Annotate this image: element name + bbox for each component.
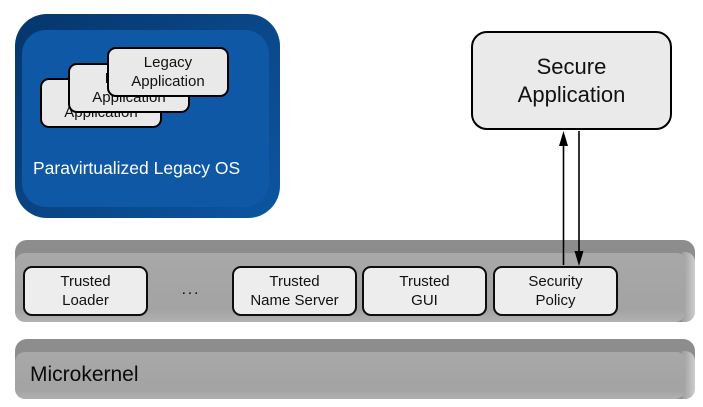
legacy-os-label: Paravirtualized Legacy OS [33, 158, 241, 178]
services-bar-edge-highlight [682, 252, 695, 322]
security-policy-label: Security Policy [528, 273, 583, 309]
services-ellipsis: ... [181, 281, 201, 298]
microkernel-bar [15, 339, 695, 399]
trusted-loader-label: Trusted Loader [60, 273, 111, 309]
microkernel-label: Microkernel [30, 363, 139, 386]
trusted-gui-box: Trusted GUI [362, 266, 487, 316]
trusted-name-server-box: Trusted Name Server [232, 266, 357, 316]
secure-application-label: Secure Application [517, 53, 626, 107]
trusted-gui-label: Trusted GUI [399, 273, 450, 309]
secure-application-box: Secure Application [471, 31, 672, 130]
security-policy-box: Security Policy [493, 266, 618, 316]
legacy-application-box-front: Legacy Application [107, 47, 229, 97]
legacy-application-label: Legacy Application [131, 54, 205, 90]
trusted-name-server-label: Trusted Name Server [250, 273, 339, 309]
trusted-loader-box: Trusted Loader [23, 266, 148, 316]
microkernel-face [15, 352, 685, 399]
microkernel-edge-highlight [682, 351, 695, 399]
